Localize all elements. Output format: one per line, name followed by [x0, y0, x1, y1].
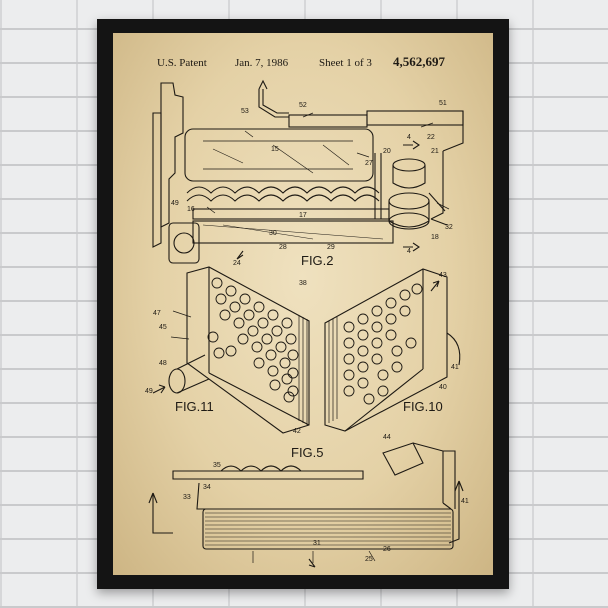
ref-51: 51 — [439, 100, 447, 107]
patent-sheet: Sheet 1 of 3 — [319, 57, 372, 69]
patent-poster: U.S. Patent Jan. 7, 1986 Sheet 1 of 3 4,… — [113, 33, 493, 575]
patent-drawing: FIG.2 — [145, 79, 469, 568]
fig5-drawing — [148, 442, 464, 568]
ref-26: 26 — [383, 546, 391, 553]
fig5-label: FIG.5 — [291, 445, 324, 460]
ref-4a: 4 — [407, 134, 411, 141]
poster-frame: U.S. Patent Jan. 7, 1986 Sheet 1 of 3 4,… — [97, 19, 509, 589]
fig2-drawing — [152, 79, 464, 264]
ref-47: 47 — [153, 310, 161, 317]
ref-44: 44 — [383, 434, 391, 441]
patent-number: 4,562,697 — [393, 54, 445, 69]
ref-24: 24 — [233, 260, 241, 267]
ref-42: 42 — [293, 428, 301, 435]
ref-20: 20 — [383, 148, 391, 155]
ref-27: 27 — [365, 160, 373, 167]
ref-49b: 49 — [145, 388, 153, 395]
fig11-label: FIG.11 — [175, 399, 214, 414]
ref-29: 29 — [327, 244, 335, 251]
ref-25: 25 — [365, 556, 373, 563]
ref-34: 34 — [203, 484, 211, 491]
ref-18: 18 — [431, 234, 439, 241]
ref-40: 40 — [439, 384, 447, 391]
ref-49: 49 — [171, 200, 179, 207]
ref-41b: 41 — [461, 498, 469, 505]
ref-28: 28 — [279, 244, 287, 251]
ref-48: 48 — [159, 360, 167, 367]
patent-date: Jan. 7, 1986 — [235, 57, 289, 69]
ref-38: 38 — [299, 280, 307, 287]
ref-16: 16 — [187, 206, 195, 213]
ref-21: 21 — [431, 148, 439, 155]
ref-4b: 4 — [407, 248, 411, 255]
fig10-drawing — [324, 268, 461, 432]
ref-22: 22 — [427, 134, 435, 141]
patent-title: U.S. Patent — [157, 57, 207, 69]
ref-45: 45 — [159, 324, 167, 331]
ref-35: 35 — [213, 462, 221, 469]
ref-30: 30 — [269, 230, 277, 237]
ref-52: 52 — [299, 102, 307, 109]
ref-15: 15 — [271, 146, 279, 153]
ref-32: 32 — [445, 224, 453, 231]
ref-33: 33 — [183, 494, 191, 501]
ref-31: 31 — [313, 540, 321, 547]
ref-53: 53 — [241, 108, 249, 115]
fig2-label: FIG.2 — [301, 253, 334, 268]
ref-41: 41 — [451, 364, 459, 371]
ref-43: 43 — [439, 272, 447, 279]
fig11-drawing — [152, 266, 310, 434]
fig10-label: FIG.10 — [403, 399, 443, 414]
ref-17: 17 — [299, 212, 307, 219]
